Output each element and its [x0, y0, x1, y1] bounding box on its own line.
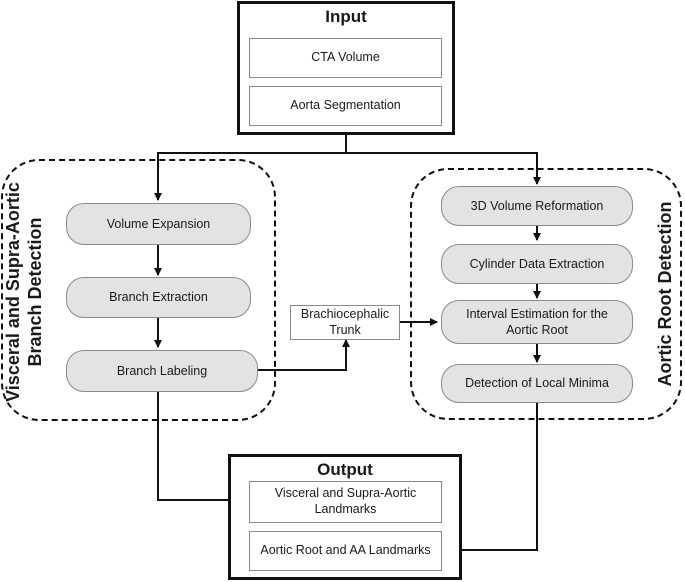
step-cylinder-data-extraction: Cylinder Data Extraction [441, 244, 633, 284]
step-branch-labeling: Branch Labeling [66, 350, 258, 392]
labeling-to-output-arrow [157, 392, 245, 504]
brachiocephalic-trunk-box: Brachiocephalic Trunk [290, 305, 400, 340]
branch-detection-label: Visceral and Supra-Aortic Branch Detecti… [3, 172, 47, 412]
step-volume-expansion: Volume Expansion [66, 203, 251, 245]
output-item-aortic-root-landmarks: Aortic Root and AA Landmarks [249, 531, 442, 571]
aortic-root-detection-label: Aortic Root Detection [655, 201, 675, 387]
brachiocephalic-trunk-line1: Brachiocephalic [300, 306, 390, 321]
step-3d-volume-reformation: 3D Volume Reformation [441, 186, 633, 226]
input-to-left-arrow [154, 152, 346, 201]
input-item-cta-volume: CTA Volume [249, 38, 442, 78]
aortic-root-detection-group [410, 168, 682, 420]
input-title: Input [325, 7, 367, 26]
labeling-to-trunk-arrow [258, 339, 350, 371]
branch-detection-label-line1: Visceral and Supra-Aortic [3, 182, 23, 402]
input-to-right-arrow [346, 152, 541, 185]
input-item-aorta-segmentation: Aorta Segmentation [249, 86, 442, 126]
brachiocephalic-trunk-line2: Trunk [329, 322, 361, 337]
minima-to-output-arrow [448, 403, 538, 554]
branch-detection-label-line2: Branch Detection [24, 217, 45, 367]
output-title: Output [317, 460, 373, 479]
step-interval-estimation: Interval Estimation for the Aortic Root [441, 300, 633, 344]
step-detection-local-minima: Detection of Local Minima [441, 364, 633, 403]
step-branch-extraction: Branch Extraction [66, 277, 251, 318]
output-item-visceral-landmarks: Visceral and Supra-Aortic Landmarks [249, 481, 442, 523]
branch-detection-group [1, 159, 276, 421]
